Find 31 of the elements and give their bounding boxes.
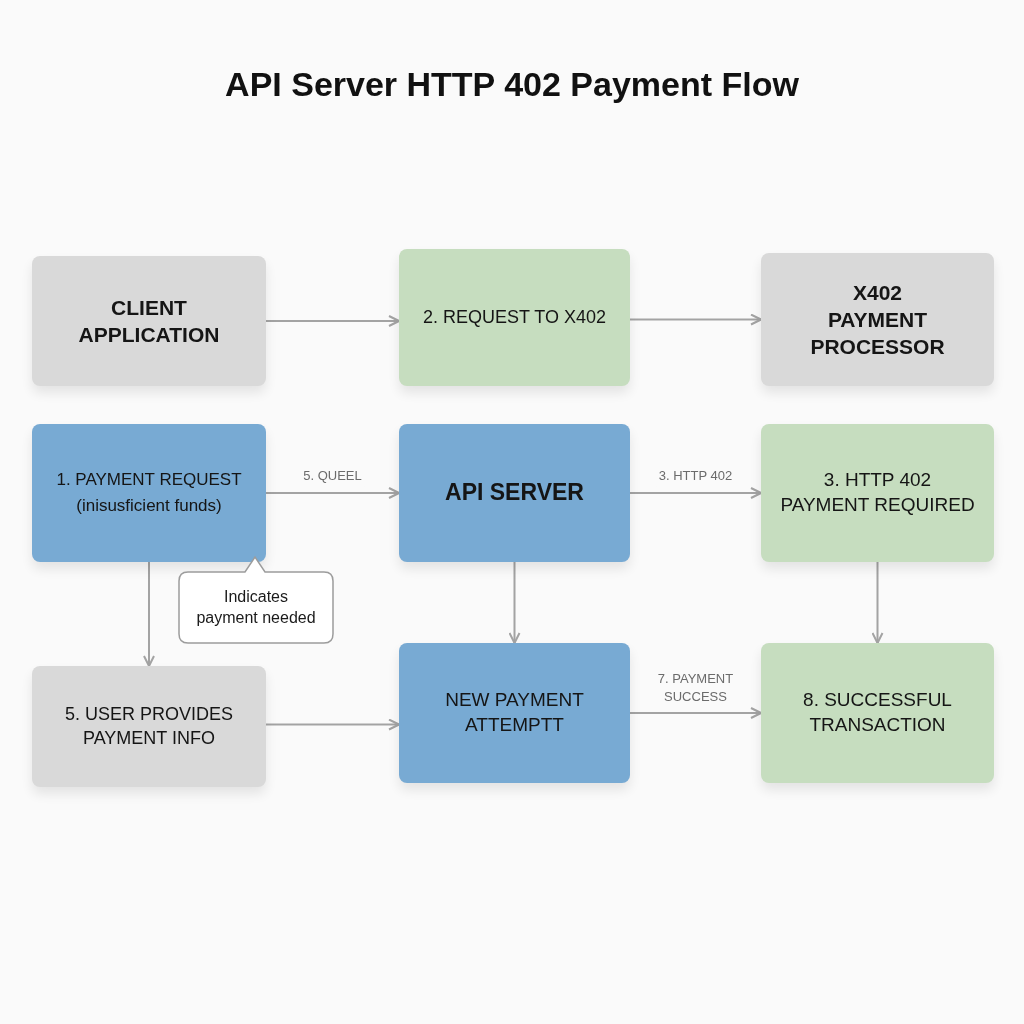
process-box [32,256,266,386]
box-label: NEW PAYMENT ATTEMPTT [444,688,585,737]
box-label: CLIENT APPLICATION [77,294,221,348]
process-box [399,643,630,783]
process-box [399,249,630,386]
box-label: 8. SUCCESSFUL TRANSACTION [802,688,953,737]
box-label: (inisusficient funds) [76,495,222,517]
arrow [265,718,400,731]
process-box [32,424,266,562]
box-label: 5. USER PROVIDES PAYMENT INFO [63,703,234,750]
arrow [265,487,400,499]
process-box [761,253,994,386]
arrow [629,707,762,719]
arrow [871,561,884,644]
arrow [629,313,762,326]
process-box [399,424,630,562]
arrow [143,561,155,667]
arrow [629,487,762,499]
process-box [761,424,994,562]
box-label: 1. PAYMENT REQUEST [56,468,242,491]
box-label: 3. HTTP 402 PAYMENT REQUIRED [779,468,976,517]
box-label: API SERVER [445,478,584,508]
diagram-title: API Server HTTP 402 Payment Flow [225,64,799,105]
process-box [32,666,266,787]
arrow [265,315,400,327]
process-box [761,643,994,783]
box-label: 2. REQUEST TO X402 [422,305,607,329]
callout-text: Indicates payment needed [195,586,317,628]
arrow [508,561,521,644]
box-label: X402 PAYMENT PROCESSOR [809,279,946,361]
speech-bubble [178,556,334,644]
